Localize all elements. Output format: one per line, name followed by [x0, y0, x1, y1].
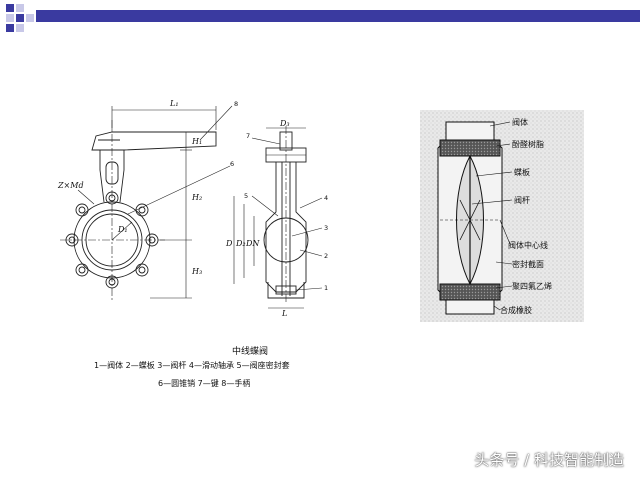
valve-section — [263, 126, 309, 304]
photo-label-ptfe: 聚四氟乙烯 — [512, 281, 552, 291]
dim-d1: D₁ — [117, 225, 128, 234]
callout-6: 6 — [230, 160, 234, 168]
dim-l1: L₁ — [169, 99, 179, 108]
figure-title: 中线蝶阀 — [232, 347, 269, 357]
valve-handle — [91, 131, 217, 151]
deco-square — [16, 14, 24, 22]
dim-d2: D₂ — [235, 239, 246, 248]
dim-h2: H₂ — [191, 193, 202, 202]
legend-line-1: 1—阀体 2—蝶板 3—阀杆 4—滑动轴承 5—阀座密封套 — [94, 361, 290, 370]
dim-h1: H₁ — [191, 137, 202, 146]
photo-label-seal: 密封截面 — [512, 259, 544, 269]
header-bar — [36, 10, 640, 22]
callout-8: 8 — [234, 100, 238, 108]
callout-2: 2 — [324, 252, 328, 260]
deco-square — [16, 4, 24, 12]
callout-4: 4 — [324, 194, 328, 202]
callout-7: 7 — [246, 132, 250, 140]
photo-label-stem: 阀杆 — [514, 195, 530, 205]
legend-line-2: 6—圆锥销 7—键 8—手柄 — [158, 379, 251, 388]
photo-label-rubber: 合成橡胶 — [500, 305, 532, 315]
deco-square — [16, 24, 24, 32]
valve-cross-section-photo — [420, 110, 584, 322]
callout-5: 5 — [244, 192, 248, 200]
watermark: 头条号 / 科技智能制造 — [474, 451, 624, 469]
photo-label-centerline: 阀体中心线 — [508, 240, 548, 250]
deco-square — [6, 4, 14, 12]
dim-d: D — [225, 239, 233, 248]
dim-h3: H₃ — [191, 267, 202, 276]
dim-l: L — [281, 309, 287, 318]
photo-label-disc: 蝶板 — [514, 167, 530, 177]
corner-decoration — [6, 4, 640, 32]
callout-3: 3 — [324, 224, 328, 232]
dim-bolt: Z×Md — [57, 181, 84, 190]
dim-dn: DN — [245, 239, 260, 248]
dim-d3: D₃ — [279, 119, 290, 128]
deco-square — [6, 14, 14, 22]
photo-label-body: 阀体 — [512, 117, 528, 127]
deco-square — [26, 14, 34, 22]
deco-square — [6, 24, 14, 32]
callout-1: 1 — [324, 284, 328, 292]
photo-label-resin: 酚醛树脂 — [512, 139, 544, 149]
